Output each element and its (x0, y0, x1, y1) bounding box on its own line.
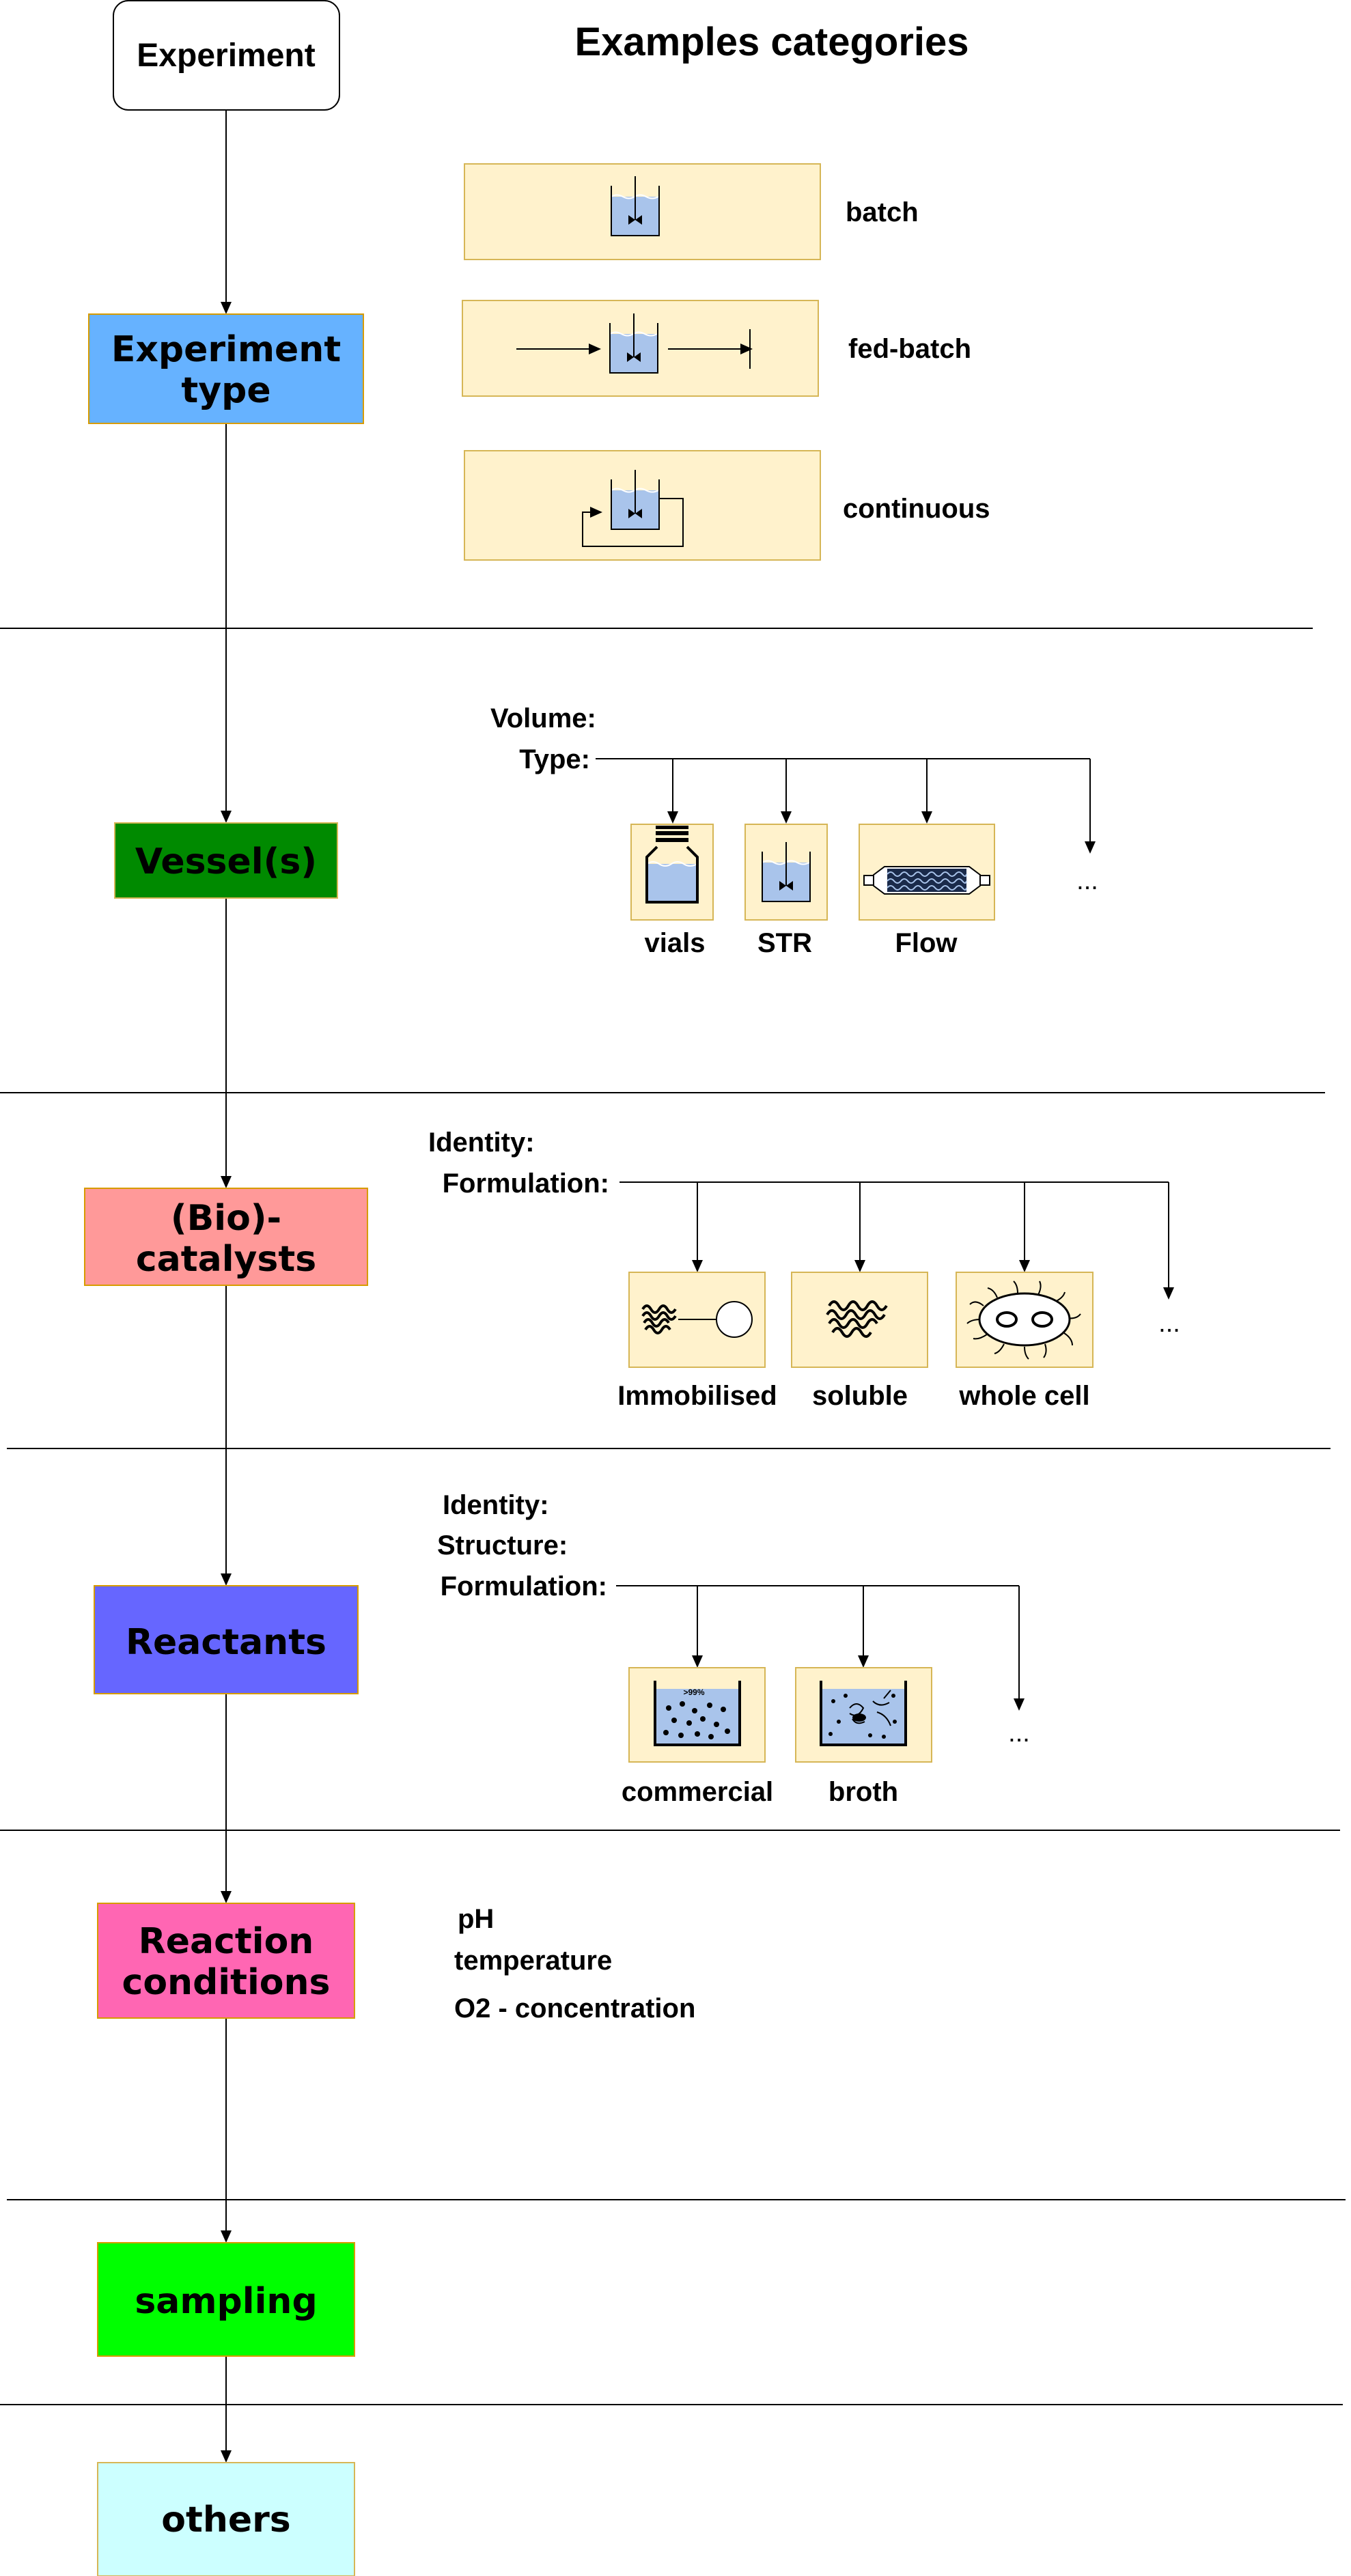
stage-box-biocatalysts (84, 1188, 368, 1286)
soluble-enzyme-icon (826, 1300, 888, 1338)
batch-reactor-icon (611, 176, 660, 236)
vial-icon (645, 826, 699, 904)
commercial-reactant-icon (654, 1681, 741, 1746)
str-option (744, 824, 828, 921)
immobilised-option (628, 1272, 766, 1368)
section-dividers (0, 628, 1346, 2405)
stage-box-sampling (97, 2242, 355, 2357)
soluble-option (791, 1272, 928, 1368)
fed-batch-reactor-icon (609, 313, 658, 374)
stage-box-vessels (114, 822, 338, 899)
stage-box-reactants (94, 1585, 359, 1694)
continuous-example (464, 450, 821, 561)
catalyst-formulation-tree (619, 1181, 1174, 1300)
vials-option (630, 824, 714, 921)
experiment-start-node (113, 0, 340, 111)
stage-box-reaction-conditions (97, 1903, 355, 2019)
commercial-option (628, 1667, 766, 1763)
whole-cell-option (956, 1272, 1094, 1368)
stage-box-experiment-type (88, 313, 364, 424)
flow-option (859, 824, 995, 921)
stage-box-others (97, 2462, 355, 2576)
whole-cell-icon (966, 1280, 1081, 1360)
immobilised-enzyme-icon (641, 1301, 753, 1338)
flow-reactor-icon (863, 866, 990, 895)
continuous-reactor-icon (611, 470, 660, 530)
vessel-type-tree (596, 758, 1096, 854)
broth-option (795, 1667, 932, 1763)
fed-batch-example (462, 300, 819, 397)
stirred-tank-icon (762, 842, 811, 902)
batch-example (464, 163, 821, 260)
broth-reactant-icon (820, 1681, 907, 1746)
reactant-formulation-tree (616, 1585, 1025, 1711)
